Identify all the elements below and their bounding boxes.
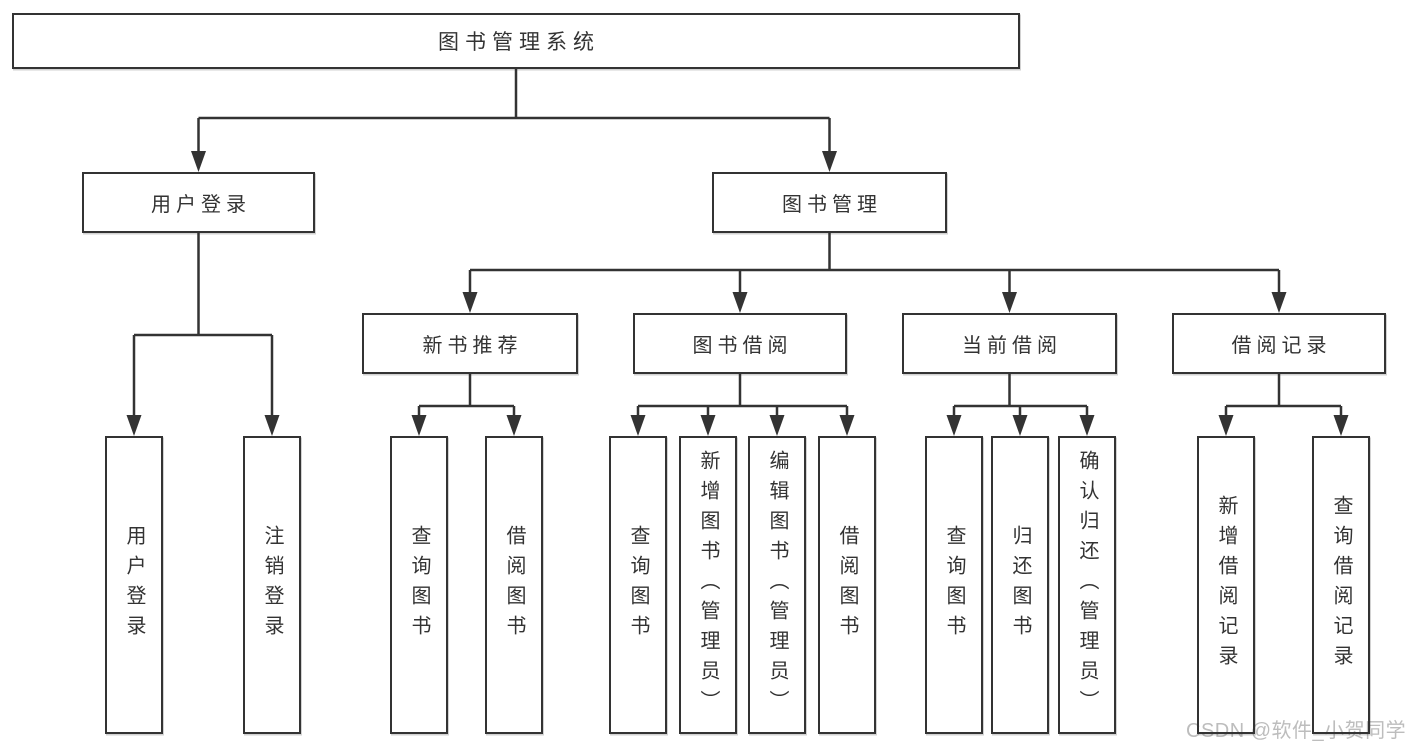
node-leaf-query-books-borrowing: 查询图书 — [609, 436, 667, 734]
node-leaf-query-borrow-record: 查询借阅记录 — [1312, 436, 1370, 734]
node-leaf-return-book: 归还图书 — [991, 436, 1049, 734]
node-leaf-query-books-recommend-label: 查询图书 — [408, 525, 430, 645]
node-leaf-query-books-current-label: 查询图书 — [943, 525, 965, 645]
node-leaf-add-borrow-record: 新增借阅记录 — [1197, 436, 1255, 734]
node-leaf-borrow-books-label: 借阅图书 — [836, 525, 858, 645]
connector-login-to-leaves — [132, 233, 274, 418]
node-book-borrowing: 图书借阅 — [633, 313, 847, 374]
connector-current-to-leaves — [952, 374, 1089, 418]
node-user-login-label: 用户登录 — [151, 194, 251, 216]
node-book-management: 图书管理 — [712, 172, 947, 233]
node-leaf-user-login: 用户登录 — [105, 436, 163, 734]
node-leaf-add-book-admin: 新增图书（管理员） — [679, 436, 737, 734]
node-leaf-borrow-books: 借阅图书 — [818, 436, 876, 734]
node-borrow-records: 借阅记录 — [1172, 313, 1386, 374]
node-current-borrowing-label: 当前借阅 — [962, 335, 1062, 357]
node-new-book-recommend-label: 新书推荐 — [422, 335, 523, 357]
node-root-system: 图书管理系统 — [12, 13, 1020, 69]
watermark: CSDN @软件_小贺同学 — [1186, 720, 1405, 742]
node-leaf-confirm-return-admin: 确认归还（管理员） — [1058, 436, 1116, 734]
node-leaf-confirm-return-admin-label: 确认归还（管理员） — [1076, 450, 1098, 720]
node-leaf-borrow-books-recommend-label: 借阅图书 — [503, 525, 525, 645]
connector-borrowing-to-leaves — [636, 374, 849, 418]
node-root-system-label: 图书管理系统 — [438, 31, 600, 54]
node-leaf-edit-book-admin: 编辑图书（管理员） — [748, 436, 806, 734]
node-leaf-user-login-label: 用户登录 — [123, 525, 145, 645]
node-borrow-records-label: 借阅记录 — [1231, 335, 1332, 357]
connector-records-to-leaves — [1224, 374, 1343, 418]
node-leaf-borrow-books-recommend: 借阅图书 — [485, 436, 543, 734]
node-leaf-return-book-label: 归还图书 — [1009, 525, 1031, 645]
node-leaf-query-books-borrowing-label: 查询图书 — [627, 525, 649, 645]
node-leaf-add-borrow-record-label: 新增借阅记录 — [1215, 495, 1237, 675]
connector-recommend-to-leaves — [417, 374, 516, 418]
node-leaf-edit-book-admin-label: 编辑图书（管理员） — [766, 450, 788, 720]
node-leaf-query-books-recommend: 查询图书 — [390, 436, 448, 734]
node-leaf-query-books-current: 查询图书 — [925, 436, 983, 734]
node-leaf-logout: 注销登录 — [243, 436, 301, 734]
node-current-borrowing: 当前借阅 — [902, 313, 1117, 374]
node-leaf-add-book-admin-label: 新增图书（管理员） — [697, 450, 719, 720]
node-user-login: 用户登录 — [82, 172, 315, 233]
node-leaf-query-borrow-record-label: 查询借阅记录 — [1330, 495, 1352, 675]
connector-root-to-level2 — [197, 69, 831, 154]
node-book-management-label: 图书管理 — [782, 194, 882, 216]
node-new-book-recommend: 新书推荐 — [362, 313, 578, 374]
arrowheads — [126, 151, 1349, 436]
connector-management-to-sections — [468, 233, 1281, 295]
node-book-borrowing-label: 图书借阅 — [692, 335, 793, 357]
node-leaf-logout-label: 注销登录 — [261, 525, 283, 645]
